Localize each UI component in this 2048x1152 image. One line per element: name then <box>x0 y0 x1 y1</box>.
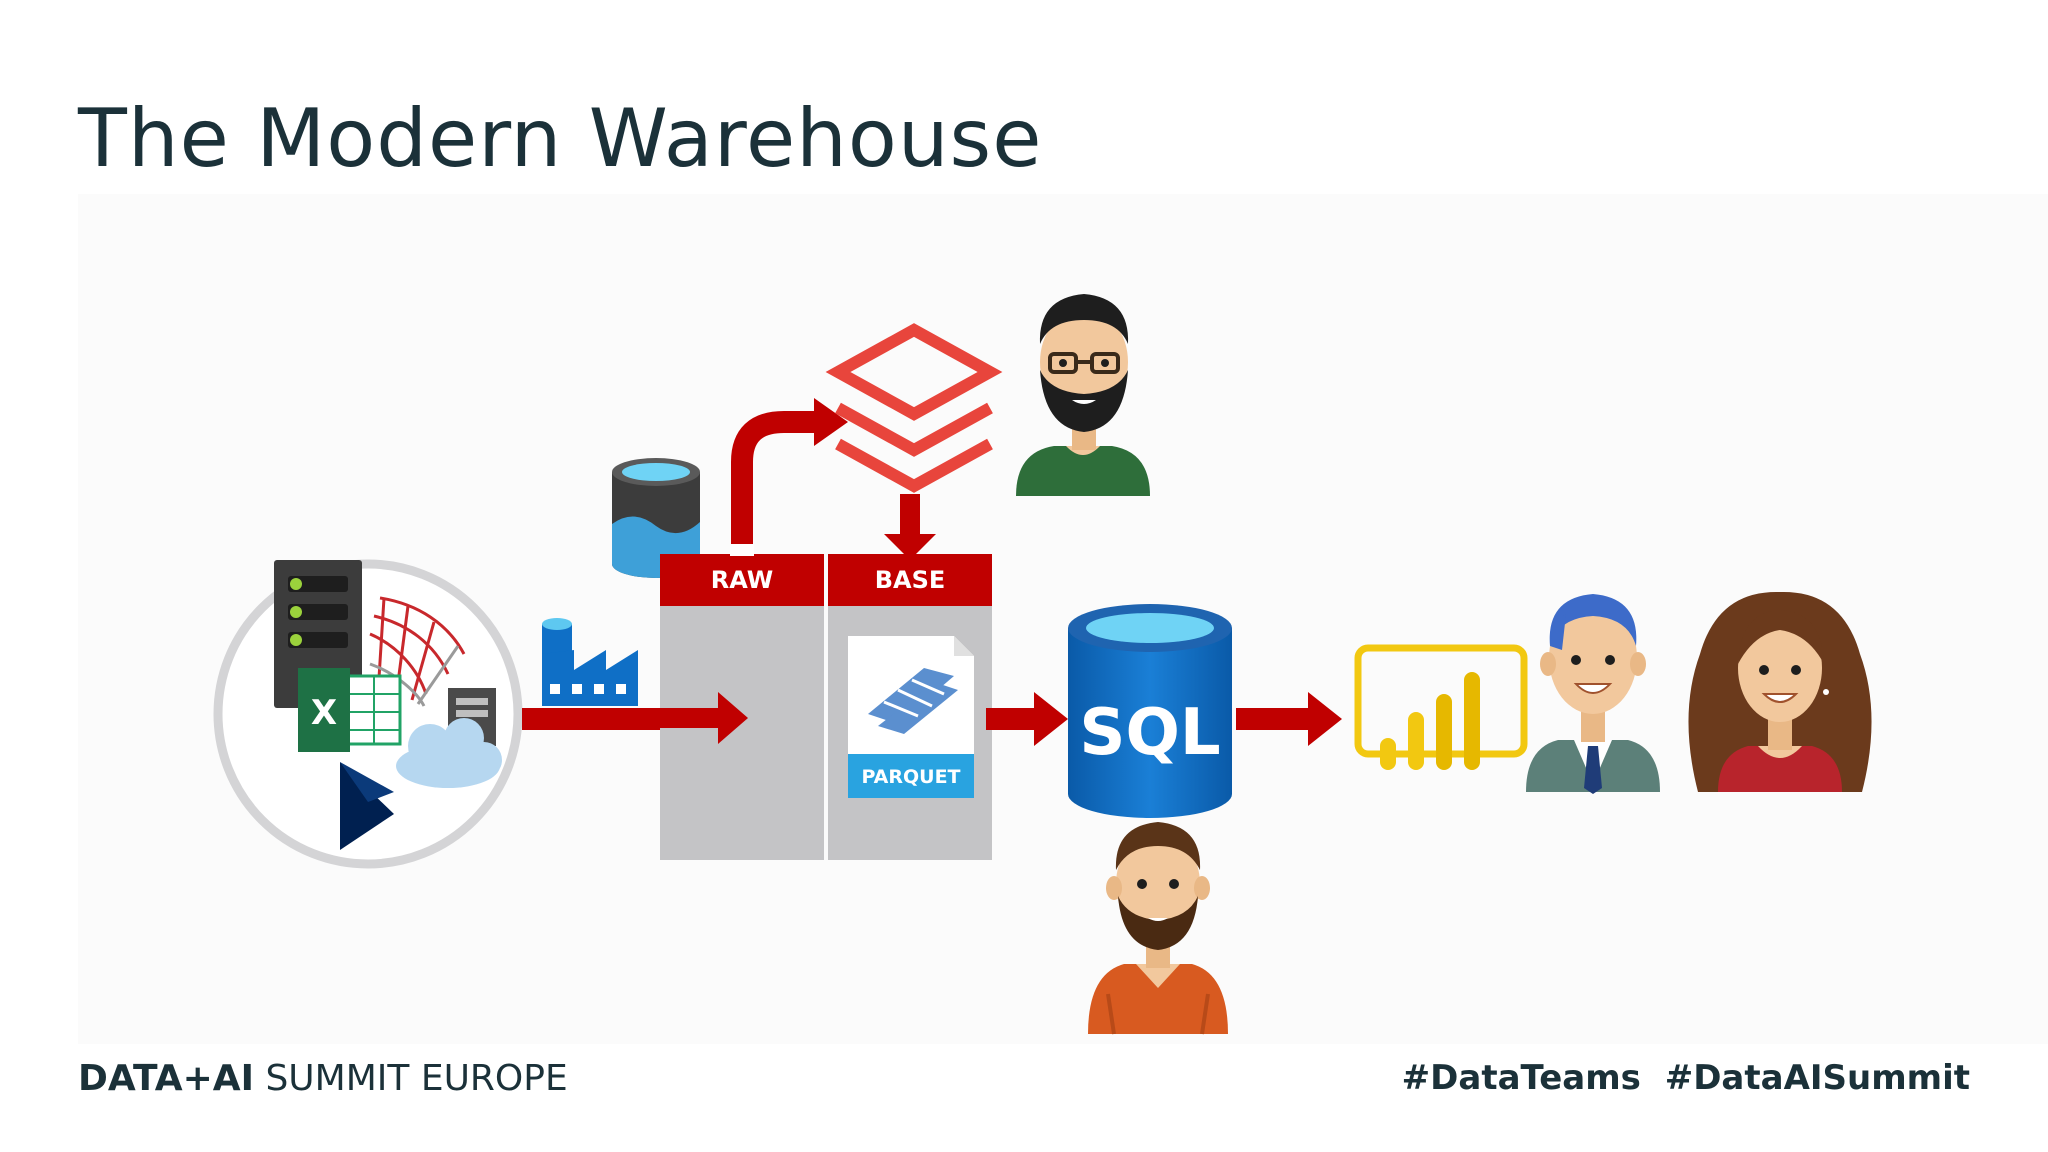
raw-label: RAW <box>711 566 773 594</box>
brand-rest-text: SUMMIT EUROPE <box>265 1058 568 1099</box>
arrow-into-raw <box>660 692 748 744</box>
arrow-raw-to-databricks <box>730 398 848 556</box>
parquet-file-icon: PARQUET <box>848 636 974 798</box>
base-label: BASE <box>875 566 946 594</box>
arrow-sql-to-powerbi <box>1236 692 1342 746</box>
sql-database-icon: SQL <box>1068 604 1232 818</box>
data-engineer-avatar <box>1016 294 1150 496</box>
data-sources-group: X <box>213 559 523 869</box>
svg-text:X: X <box>311 693 337 733</box>
dynamics-icon <box>340 762 394 850</box>
architecture-diagram: X <box>213 294 1872 1035</box>
data-factory-icon <box>542 618 638 706</box>
brand-bold-text: DATA+AI <box>78 1058 254 1099</box>
arrow-base-to-sql <box>986 692 1068 746</box>
event-brand: DATA+AI SUMMIT EUROPE <box>78 1058 568 1099</box>
diagram-panel: X <box>78 194 2048 1044</box>
databricks-icon <box>825 323 1003 493</box>
excel-icon: X <box>298 668 402 752</box>
parquet-label: PARQUET <box>861 766 960 788</box>
business-woman-avatar <box>1688 591 1872 792</box>
data-analyst-avatar <box>1088 822 1228 1035</box>
power-bi-icon <box>1354 644 1528 770</box>
hashtag-data-teams: #DataTeams <box>1401 1058 1641 1098</box>
hashtags: #DataTeams #DataAISummit <box>1390 1058 1970 1098</box>
business-man-avatar <box>1526 594 1660 794</box>
slide-title: The Modern Warehouse <box>78 92 1043 185</box>
data-lake-icon <box>612 458 700 578</box>
arrow-databricks-to-base <box>884 494 936 560</box>
hashtag-data-ai-summit: #DataAISummit <box>1664 1058 1970 1098</box>
cloud-server-icon <box>396 688 502 788</box>
sql-label: SQL <box>1079 696 1220 770</box>
raw-zone: RAW <box>660 554 824 860</box>
sql-server-icon <box>369 596 466 707</box>
